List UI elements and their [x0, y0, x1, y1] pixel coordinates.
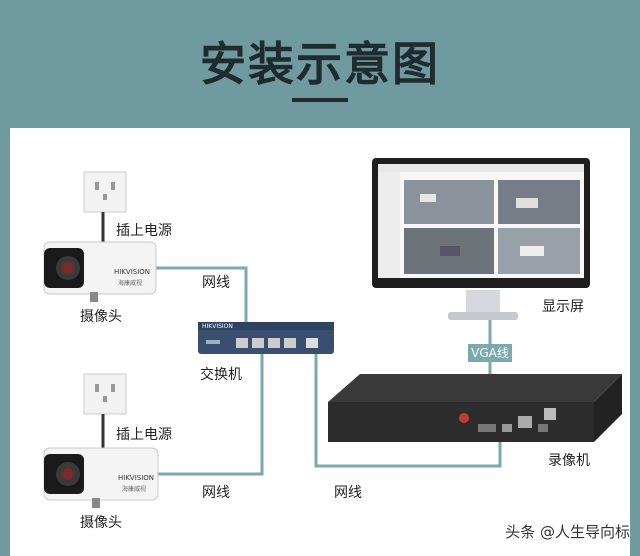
label-socket-top: 插上电源	[116, 223, 172, 239]
title-underline	[292, 98, 348, 102]
network-switch	[198, 322, 334, 354]
watermark: 头条 @人生导向标	[505, 523, 630, 541]
switch-brand: HIKVISION	[202, 323, 233, 330]
label-net-bottom-left: 网线	[202, 485, 230, 501]
nvr-recorder	[328, 374, 622, 442]
label-socket-bottom: 插上电源	[116, 427, 172, 443]
bullet-camera-bottom	[43, 447, 159, 508]
camera-top-brand: HIKVISION	[114, 268, 151, 276]
camera-bottom-brand-sub: 海康威视	[122, 486, 147, 493]
camera-top-brand-sub: 海康威视	[118, 280, 143, 287]
label-net-top: 网线	[202, 275, 230, 291]
wall-socket-bottom	[83, 373, 127, 452]
cable-camera-top-to-switch	[155, 266, 248, 342]
wall-socket-top	[83, 171, 127, 248]
label-camera-top: 摄像头	[80, 309, 122, 325]
page-title: 安装示意图	[200, 37, 440, 91]
label-net-bottom-right: 网线	[334, 485, 362, 501]
label-nvr: 录像机	[548, 453, 590, 469]
bullet-camera-top	[43, 241, 157, 302]
label-vga-cable: VGA线	[468, 344, 512, 362]
label-switch: 交换机	[200, 367, 242, 383]
label-monitor: 显示屏	[542, 299, 584, 315]
label-camera-bottom: 摄像头	[80, 515, 122, 531]
camera-bottom-brand: HIKVISION	[118, 474, 155, 482]
header-band: 安装示意图	[0, 0, 640, 128]
cable-switch-to-nvr	[314, 346, 502, 468]
monitor	[372, 158, 590, 320]
cable-camera-bottom-to-switch	[158, 348, 264, 476]
